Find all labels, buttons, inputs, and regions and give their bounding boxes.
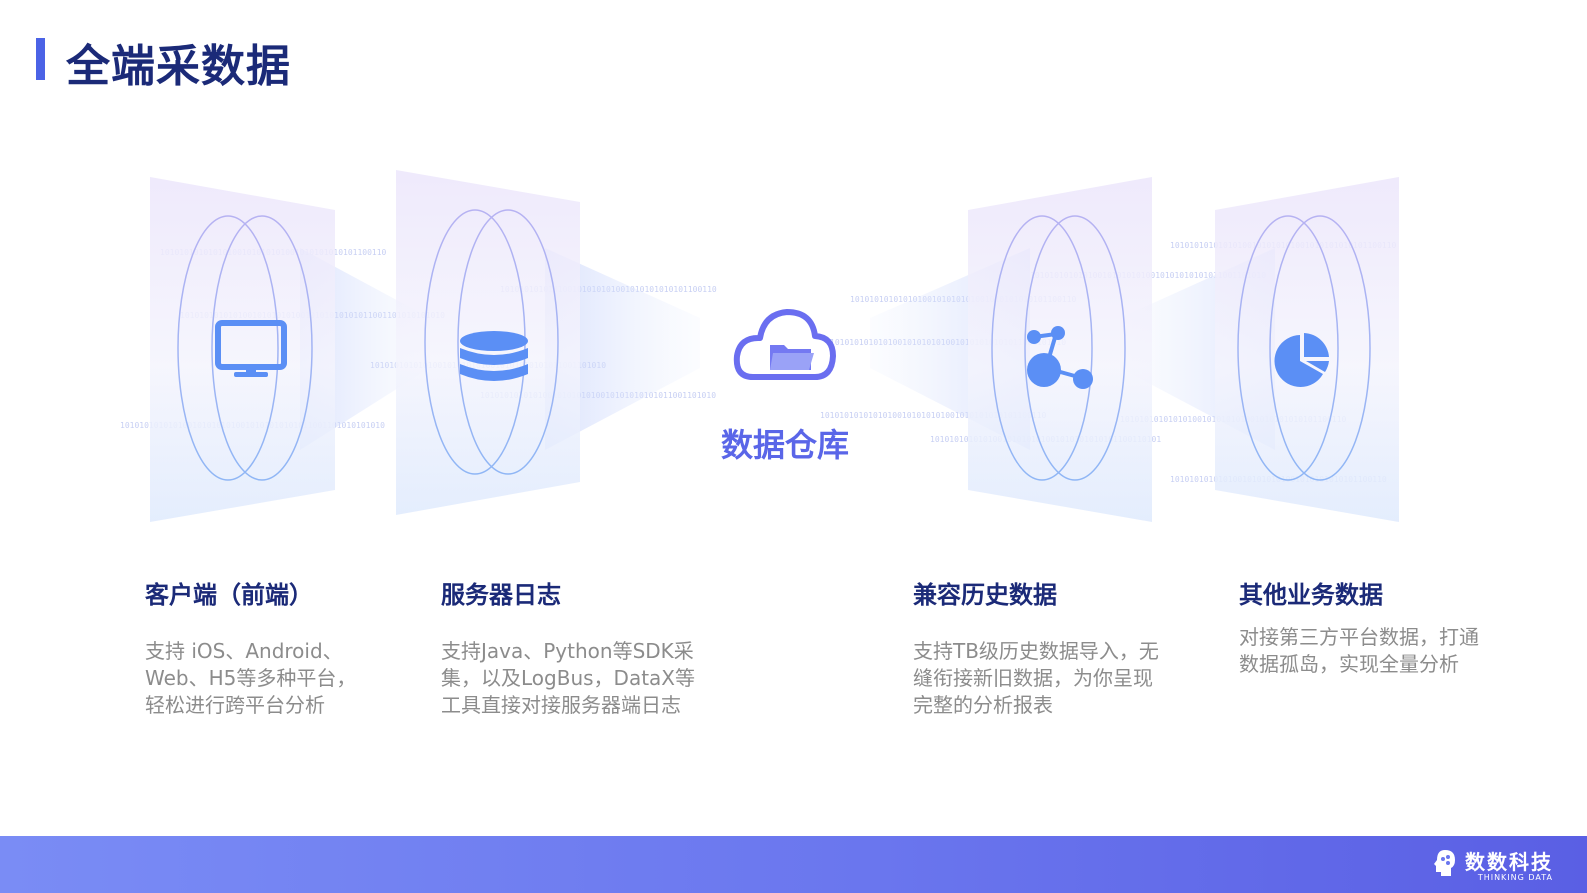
desc-line: 轻松进行跨平台分析: [145, 693, 325, 717]
desc-line: 对接第三方平台数据，打通: [1239, 625, 1479, 649]
feature-business: 其他业务数据 对接第三方平台数据，打通 数据孤岛，实现全量分析: [1239, 575, 1479, 678]
illustration: 1010101010101010010101010100101010101010…: [120, 170, 1399, 522]
brand-name: 数数科技: [1465, 850, 1553, 874]
cloud-folder-icon: [733, 309, 836, 380]
data-warehouse-label: 数据仓库: [720, 426, 849, 464]
panel-history: [968, 177, 1152, 522]
feature-server: 服务器日志 支持Java、Python等SDK采 集，以及LogBus，Data…: [441, 575, 695, 719]
footer-bar: 数数科技 THINKING DATA: [0, 836, 1587, 893]
desc-line: Web、H5等多种平台，: [145, 666, 357, 690]
brain-logo-icon: [1434, 850, 1455, 876]
feature-description: 支持 iOS、Android、 Web、H5等多种平台， 轻松进行跨平台分析: [145, 638, 356, 719]
desc-line: 完整的分析报表: [913, 693, 1053, 717]
feature-client: 客户端（前端） 支持 iOS、Android、 Web、H5等多种平台， 轻松进…: [145, 575, 356, 719]
desc-line: 支持Java、Python等SDK采: [441, 639, 694, 663]
title-accent-bar: [36, 38, 45, 80]
svg-text:101010101010101001010101010010: 1010101010101010010101010100101010101010…: [820, 411, 1047, 420]
feature-description: 对接第三方平台数据，打通 数据孤岛，实现全量分析: [1239, 624, 1479, 678]
desc-line: 支持 iOS、Android、: [145, 639, 343, 663]
desc-line: 集，以及LogBus，DataX等: [441, 666, 695, 690]
database-icon: [460, 331, 528, 381]
desc-line: 缝衔接新旧数据，为你呈现: [913, 666, 1153, 690]
pie-chart-icon: [1274, 333, 1329, 387]
feature-heading: 其他业务数据: [1239, 581, 1383, 609]
feature-description: 支持Java、Python等SDK采 集，以及LogBus，DataX等 工具直…: [441, 638, 695, 719]
monitor-icon: [215, 320, 287, 377]
feature-heading: 服务器日志: [441, 581, 561, 609]
desc-line: 工具直接对接服务器端日志: [441, 693, 681, 717]
brand-subtitle: THINKING DATA: [1477, 873, 1553, 882]
panel-client: [150, 177, 335, 522]
desc-line: 数据孤岛，实现全量分析: [1239, 652, 1459, 676]
feature-heading: 兼容历史数据: [913, 581, 1057, 609]
feature-description: 支持TB级历史数据导入，无 缝衔接新旧数据，为你呈现 完整的分析报表: [913, 638, 1159, 719]
network-icon: [1027, 326, 1093, 389]
page-title: 全端采数据: [66, 41, 291, 92]
brand-logo: 数数科技 THINKING DATA: [1434, 846, 1553, 882]
desc-line: 支持TB级历史数据导入，无: [913, 639, 1159, 663]
feature-heading: 客户端（前端）: [145, 581, 313, 609]
feature-history: 兼容历史数据 支持TB级历史数据导入，无 缝衔接新旧数据，为你呈现 完整的分析报…: [913, 575, 1159, 719]
